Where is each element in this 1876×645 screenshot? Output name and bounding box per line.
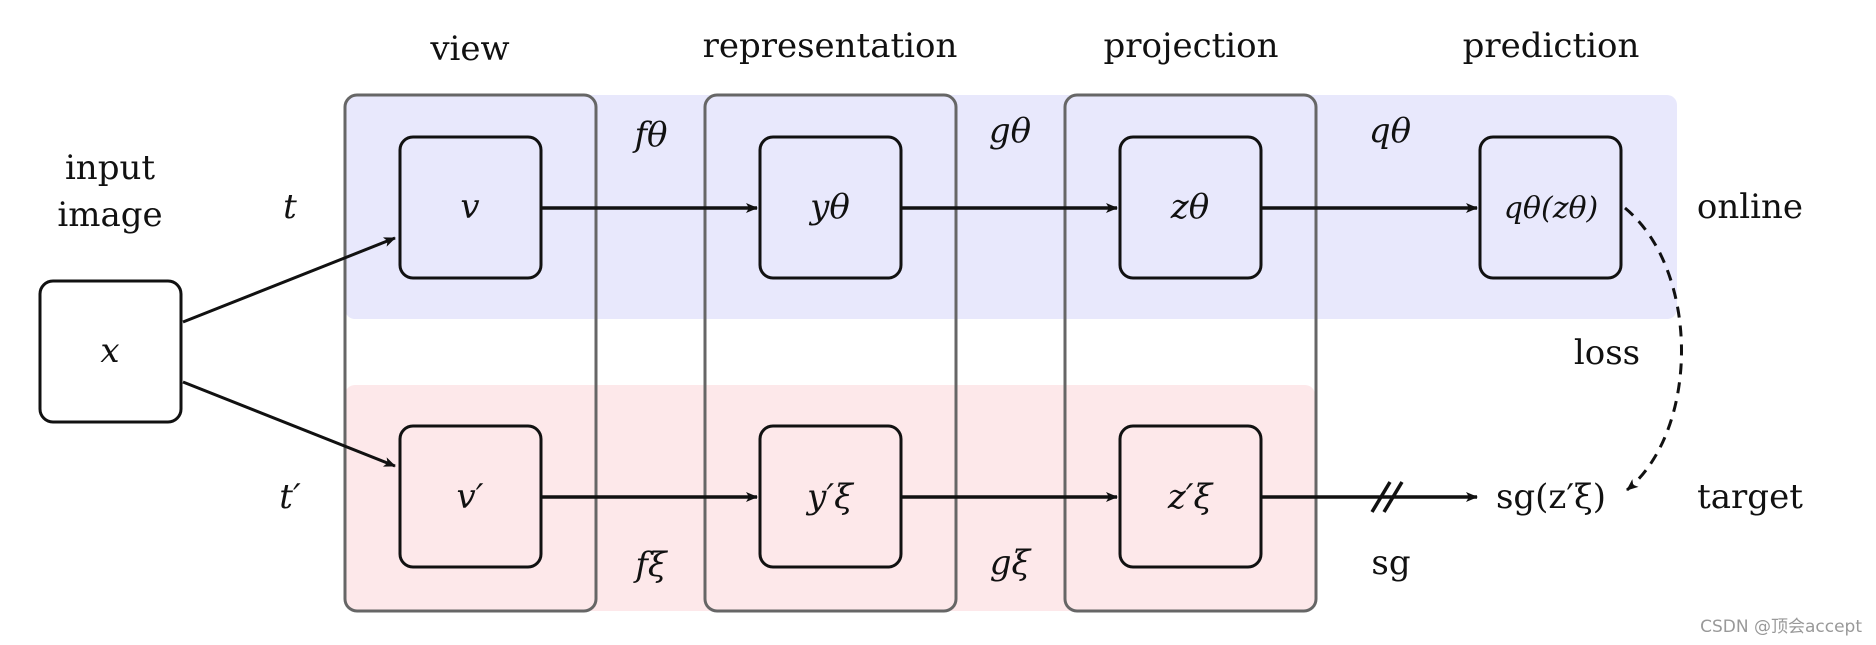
- representation-stage-frame: [703, 93, 958, 613]
- edge-x-to-v: [182, 236, 396, 324]
- header-view: view: [429, 29, 509, 69]
- node-v-prime-label: v′: [457, 477, 484, 517]
- view-stage-frame: [343, 93, 598, 613]
- header-prediction: prediction: [1463, 26, 1640, 66]
- edge-label-f-xi: fξ: [632, 545, 669, 585]
- loss-arrow: [1624, 206, 1683, 492]
- stop-gradient-slash-2: [1382, 481, 1404, 513]
- transform-t-prime-label: t′: [279, 477, 301, 517]
- loss-label: loss: [1574, 333, 1640, 373]
- input-label-line2: image: [57, 195, 162, 235]
- node-x-label: x: [100, 331, 119, 371]
- edge-label-sg: sg: [1371, 543, 1410, 583]
- node-q-theta: [1478, 135, 1623, 280]
- node-y-theta: [758, 135, 903, 280]
- transform-t-label: t: [283, 187, 297, 227]
- header-representation: representation: [703, 26, 958, 66]
- node-x: [38, 279, 183, 424]
- row-label-online: online: [1697, 187, 1803, 227]
- edge-label-f-theta: fθ: [631, 115, 667, 155]
- edge-label-g-xi: gξ: [990, 543, 1033, 583]
- input-label-line1: input: [65, 148, 155, 188]
- header-projection: projection: [1103, 26, 1278, 66]
- node-q-theta-label: qθ(zθ): [1504, 191, 1599, 226]
- node-z-xi: [1118, 424, 1263, 569]
- edge-x-to-v-prime: [182, 380, 396, 468]
- node-y-theta-label: yθ: [808, 187, 850, 227]
- node-v-label: v: [460, 187, 479, 227]
- node-sg-label: sg(z′ξ): [1496, 477, 1606, 517]
- node-v-prime: [398, 424, 543, 569]
- projection-stage-frame: [1063, 93, 1318, 613]
- edge-label-q-theta: qθ: [1369, 111, 1411, 151]
- node-y-xi-label: y′ξ: [805, 477, 855, 517]
- stop-gradient-slash-1: [1370, 481, 1392, 513]
- node-z-xi-label: z′ξ: [1167, 477, 1215, 517]
- node-y-xi: [758, 424, 903, 569]
- row-label-target: target: [1697, 477, 1803, 517]
- node-v: [398, 135, 543, 280]
- edge-label-g-theta: gθ: [989, 111, 1031, 151]
- watermark: CSDN @顶会accept: [1700, 617, 1862, 637]
- node-z-theta: [1118, 135, 1263, 280]
- node-z-theta-label: zθ: [1170, 187, 1209, 227]
